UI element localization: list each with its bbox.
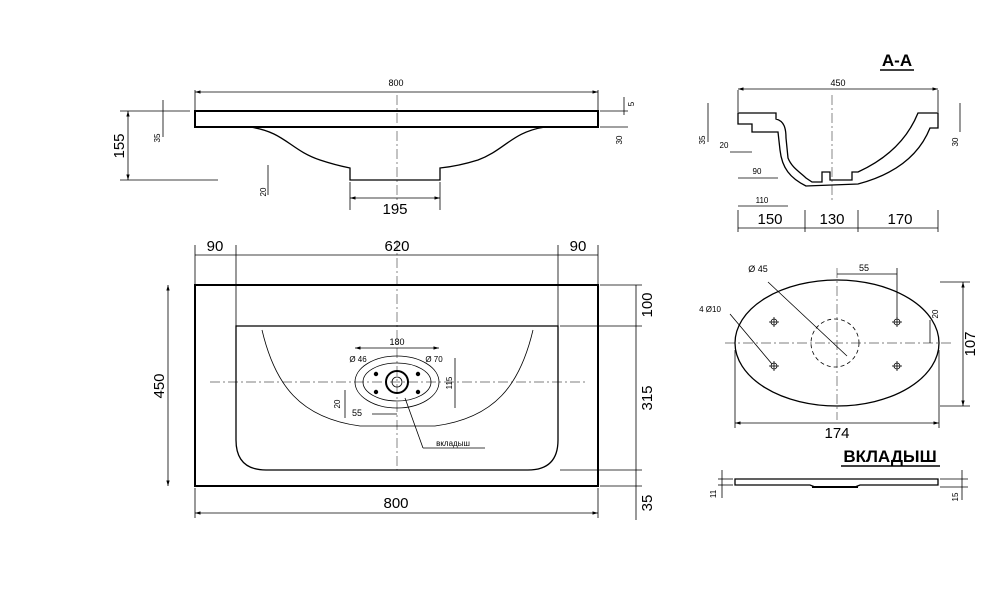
section-seg-left-label: 150 bbox=[757, 211, 782, 228]
front-bowl-profile bbox=[249, 126, 546, 181]
insert-width-label: 174 bbox=[824, 425, 849, 442]
top-view: 90 620 90 450 100 315 35 800 180 Ø 46 Ø … bbox=[151, 238, 656, 520]
recess-depth-label: 115 bbox=[445, 376, 454, 389]
top-left-margin-label: 90 bbox=[207, 238, 224, 255]
section-view: A-A 450 35 20 30 90 110 150 130 170 bbox=[698, 51, 961, 232]
top-basin-curve bbox=[261, 329, 534, 427]
section-right-label: 30 bbox=[951, 137, 960, 146]
section-seg-mid-label: 130 bbox=[819, 211, 844, 228]
front-slab bbox=[194, 110, 599, 128]
recess-offset-label: 20 bbox=[333, 399, 342, 408]
recess-dia-left-label: Ø 46 bbox=[349, 355, 367, 364]
top-back-margin-label: 100 bbox=[639, 292, 656, 317]
insert-view: Ø 45 4 Ø10 55 20 107 174 bbox=[699, 263, 979, 442]
recess-x-label: 55 bbox=[352, 408, 362, 418]
section-rim-inner-label: 20 bbox=[720, 141, 729, 150]
front-rim-label: 35 bbox=[153, 133, 162, 142]
insert-drain-circle bbox=[810, 318, 860, 368]
insert-height-label: 107 bbox=[962, 331, 979, 356]
top-bowl-outline bbox=[235, 325, 559, 471]
top-width-label: 800 bbox=[383, 495, 408, 512]
section-d90-label: 90 bbox=[753, 167, 762, 176]
front-width-label: 800 bbox=[388, 78, 403, 88]
insert-thickness-right-label: 15 bbox=[951, 492, 960, 501]
insert-outline bbox=[734, 279, 940, 407]
section-profile bbox=[737, 112, 939, 187]
top-outline bbox=[194, 284, 599, 487]
section-rim-label: 35 bbox=[698, 135, 707, 144]
top-front-margin-label: 35 bbox=[639, 495, 656, 512]
front-bottom-width-label: 195 bbox=[382, 201, 407, 218]
top-bowl-width-label: 620 bbox=[384, 238, 409, 255]
recess-width-label: 180 bbox=[389, 337, 404, 347]
insert-callout-label: вкладыш bbox=[436, 439, 470, 448]
insert-holes-label: 4 Ø10 bbox=[699, 305, 721, 314]
front-step-label: 5 bbox=[627, 101, 636, 106]
front-right-label: 30 bbox=[615, 135, 624, 144]
top-bowl-depth-label: 315 bbox=[639, 385, 656, 410]
top-depth-label: 450 bbox=[151, 373, 168, 398]
section-d110-label: 110 bbox=[756, 196, 769, 205]
insert-profile: ВКЛАДЫШ 11 15 bbox=[709, 447, 968, 501]
section-title: A-A bbox=[882, 51, 912, 70]
top-right-margin-label: 90 bbox=[570, 238, 587, 255]
section-seg-right-label: 170 bbox=[887, 211, 912, 228]
recess-dia-right-label: Ø 70 bbox=[425, 355, 443, 364]
drain-hole bbox=[385, 370, 409, 394]
section-width-label: 450 bbox=[830, 78, 845, 88]
insert-offset-y-label: 20 bbox=[931, 309, 940, 318]
insert-offset-x-label: 55 bbox=[859, 263, 869, 273]
insert-profile-shape bbox=[734, 478, 939, 488]
front-view: 800 155 35 5 30 20 195 bbox=[111, 78, 636, 218]
front-height-label: 155 bbox=[111, 133, 128, 158]
insert-title: ВКЛАДЫШ bbox=[843, 447, 936, 466]
insert-thickness-left-label: 11 bbox=[709, 489, 718, 498]
insert-drain-dia-label: Ø 45 bbox=[748, 264, 768, 274]
drain-recess bbox=[354, 355, 440, 409]
front-bottom-offset-label: 20 bbox=[259, 187, 268, 196]
